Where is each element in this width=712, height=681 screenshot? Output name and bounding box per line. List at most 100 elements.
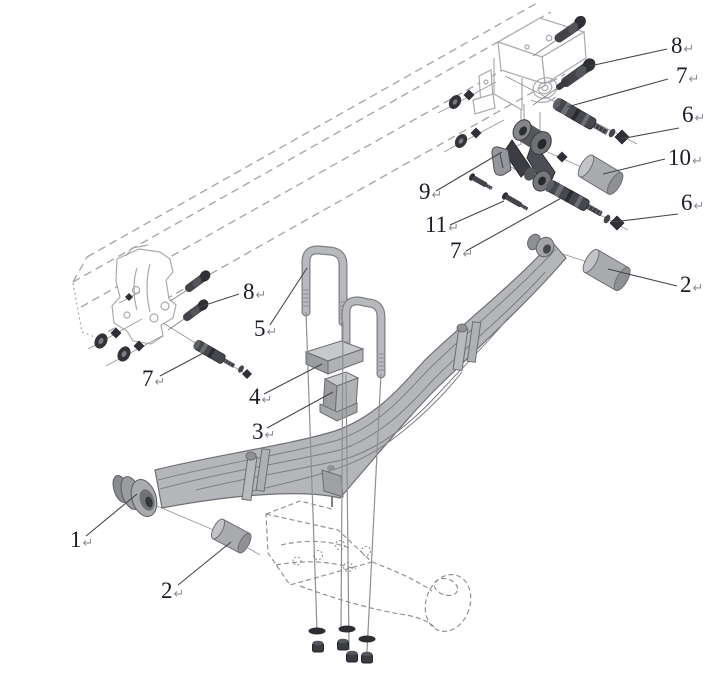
callout-number: 7↵	[676, 63, 699, 88]
axle-seat	[265, 500, 472, 633]
callout-11: 11↵	[425, 200, 505, 237]
shackle-assembly	[468, 119, 568, 211]
leader-line	[619, 127, 680, 140]
leader-line	[589, 48, 668, 67]
fasteners-shackle-lower	[545, 180, 625, 231]
nut-icon	[346, 650, 358, 663]
return-mark-icon: ↵	[262, 393, 273, 408]
fasteners-front-left	[94, 270, 252, 379]
leader-line	[612, 213, 679, 223]
callout-number: 11↵	[425, 212, 459, 237]
bolt-icon	[532, 15, 586, 57]
leader-line	[449, 200, 505, 226]
callout-10: 10↵	[602, 145, 703, 175]
callout-number: 6↵	[681, 190, 704, 215]
leader-line	[85, 493, 138, 537]
callout-number: 8↵	[243, 279, 266, 304]
return-mark-icon: ↵	[693, 281, 704, 296]
return-mark-icon: ↵	[684, 42, 695, 57]
leader-line	[465, 195, 566, 252]
washer-nut-pair	[454, 127, 482, 148]
bolt-icon	[167, 299, 209, 331]
callout-number: 3↵	[252, 419, 275, 444]
callout-number: 7↵	[142, 366, 165, 391]
washer-icon	[358, 635, 376, 643]
nut-icon	[361, 651, 373, 664]
washer-icon	[338, 625, 356, 633]
leaf-spring	[112, 233, 567, 517]
fasteners-upper-right	[448, 15, 630, 148]
spring-clip	[452, 321, 482, 372]
return-mark-icon: ↵	[694, 199, 705, 214]
return-mark-icon: ↵	[692, 154, 703, 169]
leader-line	[566, 78, 669, 108]
spring-clip	[241, 448, 271, 502]
return-mark-icon: ↵	[267, 325, 278, 340]
callout-number: 4↵	[249, 384, 272, 409]
frame-rail	[72, 2, 566, 339]
callout-5: 5↵	[254, 267, 308, 341]
return-mark-icon: ↵	[174, 587, 185, 602]
leader-line	[263, 363, 323, 395]
callout-6-upper: 6↵	[619, 102, 705, 140]
leader-line	[435, 151, 503, 192]
nut-icon	[337, 638, 349, 651]
callout-6-lower: 6↵	[612, 190, 704, 223]
rear-hanger-bracket	[472, 17, 587, 159]
bushing-2-front	[210, 518, 252, 554]
leader-line	[159, 349, 210, 377]
callout-2-front: 2↵	[161, 541, 232, 603]
leader-line	[189, 293, 240, 311]
callout-number: 6↵	[682, 102, 705, 127]
callout-9: 9↵	[419, 151, 503, 204]
leader-line	[269, 267, 308, 326]
washer-icon	[603, 214, 611, 224]
callout-number: 1↵	[70, 527, 93, 552]
washer-icon	[238, 365, 244, 373]
return-mark-icon: ↵	[256, 288, 267, 303]
callout-number: 7↵	[450, 238, 473, 263]
leader-line	[266, 391, 334, 429]
spring-pin-icon	[552, 98, 609, 135]
washer-nut-pair	[117, 340, 145, 362]
callout-number: 9↵	[419, 179, 442, 204]
bolt-icon	[169, 270, 211, 302]
return-mark-icon: ↵	[448, 221, 459, 236]
bottom-hardware	[308, 625, 376, 664]
nut-icon	[242, 369, 252, 379]
return-mark-icon: ↵	[463, 247, 474, 262]
callout-8-top-right: 8↵	[589, 33, 695, 67]
bushing-10	[577, 154, 624, 196]
nut-icon	[609, 215, 625, 231]
return-mark-icon: ↵	[432, 188, 443, 203]
return-mark-icon: ↵	[155, 375, 166, 390]
washer-icon	[308, 627, 326, 635]
return-mark-icon: ↵	[83, 536, 94, 551]
front-eye-bushing-assembly	[112, 475, 158, 517]
return-mark-icon: ↵	[265, 428, 276, 443]
callout-4: 4↵	[249, 363, 323, 409]
front-hanger-bracket	[111, 244, 177, 345]
callout-number: 2↵	[161, 578, 184, 603]
bushing-2-rear	[582, 248, 631, 292]
spring-pin-icon	[545, 180, 603, 217]
nut-icon	[125, 293, 133, 301]
washer-icon	[608, 128, 616, 138]
nut-icon	[614, 129, 630, 145]
u-bolt-leg-rods	[305, 311, 382, 653]
leader-line	[177, 541, 232, 586]
return-mark-icon: ↵	[695, 111, 706, 126]
nut-icon	[312, 640, 324, 653]
spring-pin-icon	[193, 339, 236, 368]
rear-spring-eye	[527, 233, 555, 258]
leader-line	[607, 268, 678, 287]
spring-pad-upper	[304, 340, 365, 375]
washer-nut-pair	[448, 89, 475, 109]
callout-number: 10↵	[668, 145, 703, 170]
leader-line	[602, 158, 666, 175]
callout-7-front: 7↵	[142, 349, 210, 391]
small-bolt-icon	[501, 192, 529, 211]
callout-number: 2↵	[680, 272, 703, 297]
